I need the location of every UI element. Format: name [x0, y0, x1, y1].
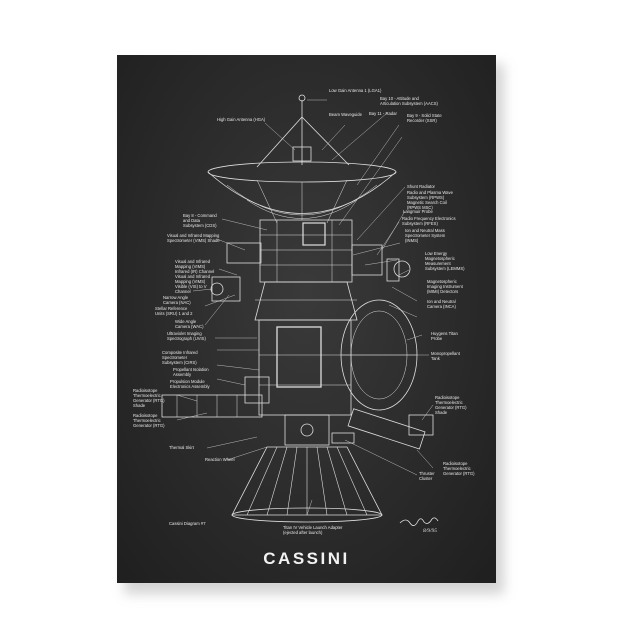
label-reaction-wheel: Reaction Wheel	[205, 457, 235, 462]
feed-strut-right	[301, 116, 350, 166]
label-vims-shade: Visual and Infrared Mapping Spectrometer…	[167, 233, 220, 243]
label-diagram-number: Cassini Diagram #7	[169, 521, 206, 526]
low-gain-antenna	[298, 94, 306, 102]
poster-title: CASSINI	[263, 549, 350, 568]
rtg-shade-right	[408, 414, 434, 436]
feed-strut-left	[256, 116, 303, 168]
label-high-gain-antenna: High Gain Antenna (HGA)	[217, 117, 266, 122]
label-vims-channels: Visual and Infrared Mapping (VIMS) Infra…	[175, 259, 215, 294]
label-cirs: Composite Infrared Spectrometer Subsyste…	[162, 350, 198, 365]
remote-sensing-pallet	[226, 242, 262, 264]
oxidizer-tank	[254, 281, 358, 321]
label-beam-waveguide: Beam Waveguide	[329, 112, 362, 117]
reaction-wheel-assembly	[244, 376, 270, 404]
label-rpws: Radio and Plasma Wave Subsystem (RPWS) M…	[407, 190, 453, 210]
label-propellant-isolation: Propellant Isolation Assembly	[173, 367, 209, 377]
electronics-bus	[259, 219, 353, 283]
subreflector-feed	[292, 146, 312, 162]
bay-box	[302, 222, 326, 246]
spacecraft-blueprint	[161, 94, 439, 526]
label-monopropellant-tank: Monopropellant Tank	[431, 351, 460, 361]
label-uvis: Ultraviolet Imaging Spectrograph (UVIS)	[167, 331, 206, 341]
label-mimi: Magnetospheric Imaging Instrument (MIMI)…	[427, 279, 463, 294]
label-langmuir-probe: Langmuir Probe	[403, 209, 433, 214]
label-thruster-cluster: Thruster Cluster	[419, 471, 435, 481]
monopropellant-tank-panel	[276, 326, 322, 388]
label-launch-adapter: Titan IV Vehicle Launch Adapter (ejected…	[283, 525, 343, 535]
rtg-left	[161, 394, 263, 418]
label-thermal-skirt: Thermal Skirt	[169, 445, 194, 450]
label-bay-10: Bay 10 - Attitude and Articulation Subsy…	[380, 96, 438, 106]
label-huygens: Huygens Titan Probe	[431, 331, 458, 341]
lemms-detector	[393, 260, 411, 278]
label-bay-8: Bay 8 - Command and Data Subsystem (CDS)	[183, 213, 217, 228]
leader-lines	[176, 99, 434, 516]
label-sru: Stellar Reference Units (SRU) 1 and 2	[155, 306, 193, 316]
propulsion-module	[258, 319, 352, 416]
label-bay-9: Bay 9 - Solid State Recorder (SSR)	[407, 113, 442, 123]
main-engine-housing	[284, 414, 330, 446]
label-wac: Wide Angle Camera (WAC)	[175, 319, 204, 329]
signature-mark	[399, 517, 439, 526]
label-rfes: Radio Frequency Electronics Subsystem (R…	[402, 216, 456, 226]
label-inca: Ion and Neutral Camera (INCA)	[427, 299, 456, 309]
label-rtg-left: Radioisotope Thermoelectric Generator (R…	[133, 413, 165, 428]
cassini-poster: Low Gain Antenna 1 (LGA1) Bay 10 - Attit…	[117, 55, 496, 583]
label-lemms: Low Energy Magnetospheric Measurement Su…	[425, 251, 465, 271]
label-nac: Narrow Angle Camera (NAC)	[163, 295, 191, 305]
thruster-cluster	[331, 432, 355, 444]
camera-housing	[211, 276, 241, 302]
label-bay-11: Bay 11 - Radar	[369, 111, 397, 116]
label-inms: Ion and Neutral Mass Spectrometer System…	[405, 228, 446, 243]
signature-date: 8/9/95	[423, 528, 438, 534]
label-low-gain-antenna: Low Gain Antenna 1 (LGA1)	[329, 88, 382, 93]
label-rtg-shade-right: Radioisotope Thermoelectric Generator (R…	[435, 395, 467, 415]
label-rtg-shade-left: Radioisotope Thermoelectric Generator (R…	[133, 388, 165, 408]
label-shunt-radiator: Shunt Radiator	[407, 184, 435, 189]
rtg-right	[347, 408, 426, 450]
label-propulsion-module: Propulsion Module Electronics Assembly	[170, 379, 210, 389]
label-rtg-right: Radioisotope Thermoelectric Generator (R…	[443, 461, 475, 476]
fields-particles-pallet	[351, 244, 383, 276]
